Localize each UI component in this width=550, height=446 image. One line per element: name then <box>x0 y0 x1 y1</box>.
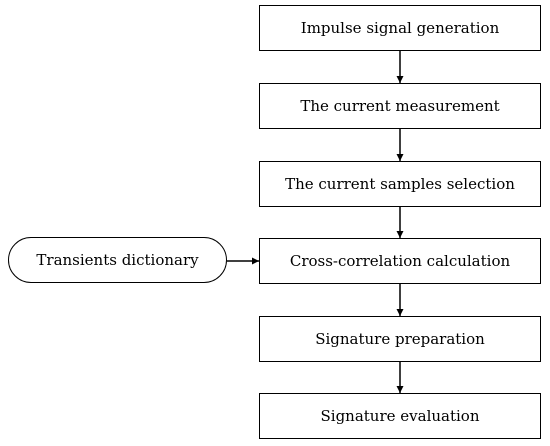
step-cross-correlation-calculation: Cross-correlation calculation <box>259 238 541 284</box>
step-label: The current samples selection <box>285 175 515 193</box>
step-signature-evaluation: Signature evaluation <box>259 393 541 439</box>
step-signature-preparation: Signature preparation <box>259 316 541 362</box>
input-transients-dictionary: Transients dictionary <box>8 237 227 283</box>
step-label: Cross-correlation calculation <box>289 252 511 270</box>
step-label: The current measurement <box>300 97 500 115</box>
step-current-measurement: The current measurement <box>259 83 541 129</box>
step-label: Signature evaluation <box>320 407 480 425</box>
input-label: Transients dictionary <box>36 251 199 269</box>
step-label: Signature preparation <box>315 330 485 348</box>
step-impulse-signal-generation: Impulse signal generation <box>259 5 541 51</box>
step-current-samples-selection: The current samples selection <box>259 161 541 207</box>
step-label: Impulse signal generation <box>300 19 500 37</box>
